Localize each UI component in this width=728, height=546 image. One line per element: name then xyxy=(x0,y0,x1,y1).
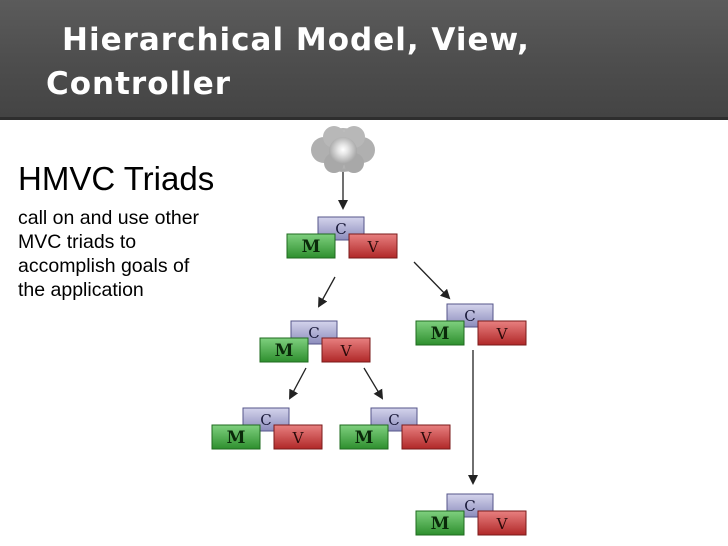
model-box xyxy=(286,233,336,259)
controller-label: C xyxy=(260,411,271,429)
cloud-icon xyxy=(311,126,375,173)
view-box xyxy=(348,233,398,259)
model-box xyxy=(259,337,309,363)
view-box xyxy=(401,424,451,450)
slide-subtitle: HMVC Triads xyxy=(18,160,215,197)
controller-label: C xyxy=(388,411,399,429)
model-label: M xyxy=(227,428,246,448)
slide-title-line-1: Hierarchical Model, View, xyxy=(62,22,530,58)
slide-title-line-2: Controller xyxy=(46,66,232,102)
diagram-arrows xyxy=(289,172,478,485)
triad-level2-middle: CM V xyxy=(339,407,451,450)
controller-label: C xyxy=(308,324,319,342)
view-label: V xyxy=(496,515,509,533)
model-label: M xyxy=(302,237,321,257)
controller-label: C xyxy=(335,220,346,238)
arrow-root-to-level1-left xyxy=(318,276,336,308)
view-label: V xyxy=(496,325,509,343)
model-box xyxy=(339,424,389,450)
triad-root: CM V xyxy=(286,216,398,259)
model-label: M xyxy=(275,341,294,361)
arrow-level1-left-to-level2-left xyxy=(289,367,307,400)
description-line-3: accomplish goals of xyxy=(18,255,190,277)
view-box xyxy=(321,337,371,363)
triad-level1-left: CM V xyxy=(259,320,371,363)
view-label: V xyxy=(367,238,380,256)
view-box xyxy=(273,424,323,450)
arrow-level1-left-to-level2-middle xyxy=(363,367,384,400)
view-label: V xyxy=(420,429,433,447)
view-label: V xyxy=(292,429,305,447)
view-label: V xyxy=(340,342,353,360)
model-label: M xyxy=(431,324,450,344)
view-box xyxy=(477,510,527,536)
triad-level2-right: CM V xyxy=(415,493,527,536)
arrow-root-to-level1-right xyxy=(413,261,451,300)
slide-header: Hierarchical Model, View, Controller xyxy=(0,0,728,120)
model-box xyxy=(415,510,465,536)
triad-level2-left: CM V xyxy=(211,407,323,450)
model-box xyxy=(415,320,465,346)
description-line-4: the application xyxy=(18,279,144,301)
model-label: M xyxy=(431,514,450,534)
slide-description: call on and use other MVC triads to acco… xyxy=(18,206,258,302)
view-box xyxy=(477,320,527,346)
model-label: M xyxy=(355,428,374,448)
description-line-1: call on and use other xyxy=(18,207,200,229)
triad-level1-right: CM V xyxy=(415,303,527,346)
description-line-2: MVC triads to xyxy=(18,231,137,253)
controller-label: C xyxy=(464,497,475,515)
model-box xyxy=(211,424,261,450)
controller-label: C xyxy=(464,307,475,325)
